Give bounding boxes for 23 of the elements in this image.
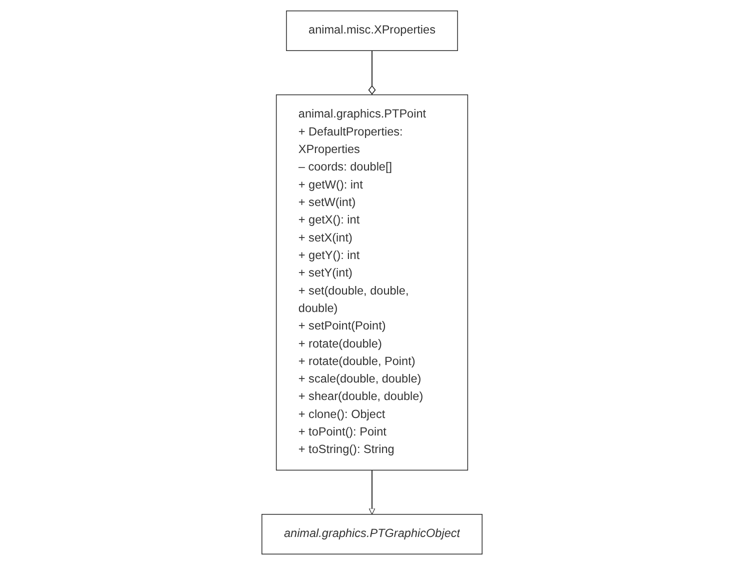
node-label: + set(double, double, double) bbox=[298, 284, 410, 315]
node-label: + rotate(double) bbox=[298, 338, 382, 350]
node-label: + getW(): int bbox=[298, 178, 364, 192]
arrow bbox=[369, 470, 376, 515]
connector bbox=[368, 50, 376, 96]
class-box: animal.graphics.PTPoint + DefaultProperties: XProperties – coords: double[] + getW(): int + setW(int) + getX(): int + setX(int) + getY(): int + setY(int) + set(double, double, double) + setPoint(Point) + rotate(double) + rotate(double, Point) + scale(double, double) + shear(double, double) + clone(): Object + toPoint(): Point + toString(): String bbox=[276, 94, 469, 471]
class-box: animal.graphics.PTGraphicObject bbox=[262, 514, 483, 554]
node-label: + getX(): int bbox=[298, 214, 360, 227]
node-label: + shear(double, double) bbox=[298, 390, 424, 404]
node-label: + clone(): Object bbox=[298, 408, 386, 421]
class-box: animal.misc.XProperties bbox=[286, 10, 458, 52]
node-label: + setY(int) bbox=[298, 267, 353, 280]
node-label: + toPoint(): Point bbox=[298, 426, 387, 439]
node-label: + setPoint(Point) bbox=[298, 320, 386, 333]
node-label: + scale(double, double) bbox=[298, 373, 422, 386]
node-label: + setX(int) bbox=[298, 232, 353, 244]
node-label: animal.graphics.PTPoint bbox=[298, 108, 427, 121]
node-label: + DefaultProperties: XProperties bbox=[298, 126, 404, 156]
node-label: + setW(int) bbox=[298, 196, 356, 209]
node-label: + rotate(double, Point) bbox=[298, 355, 416, 368]
node-label: + getY(): int bbox=[298, 249, 360, 262]
node-label: + toString(): String bbox=[298, 444, 395, 456]
node-label: – coords: double[] bbox=[298, 161, 393, 174]
